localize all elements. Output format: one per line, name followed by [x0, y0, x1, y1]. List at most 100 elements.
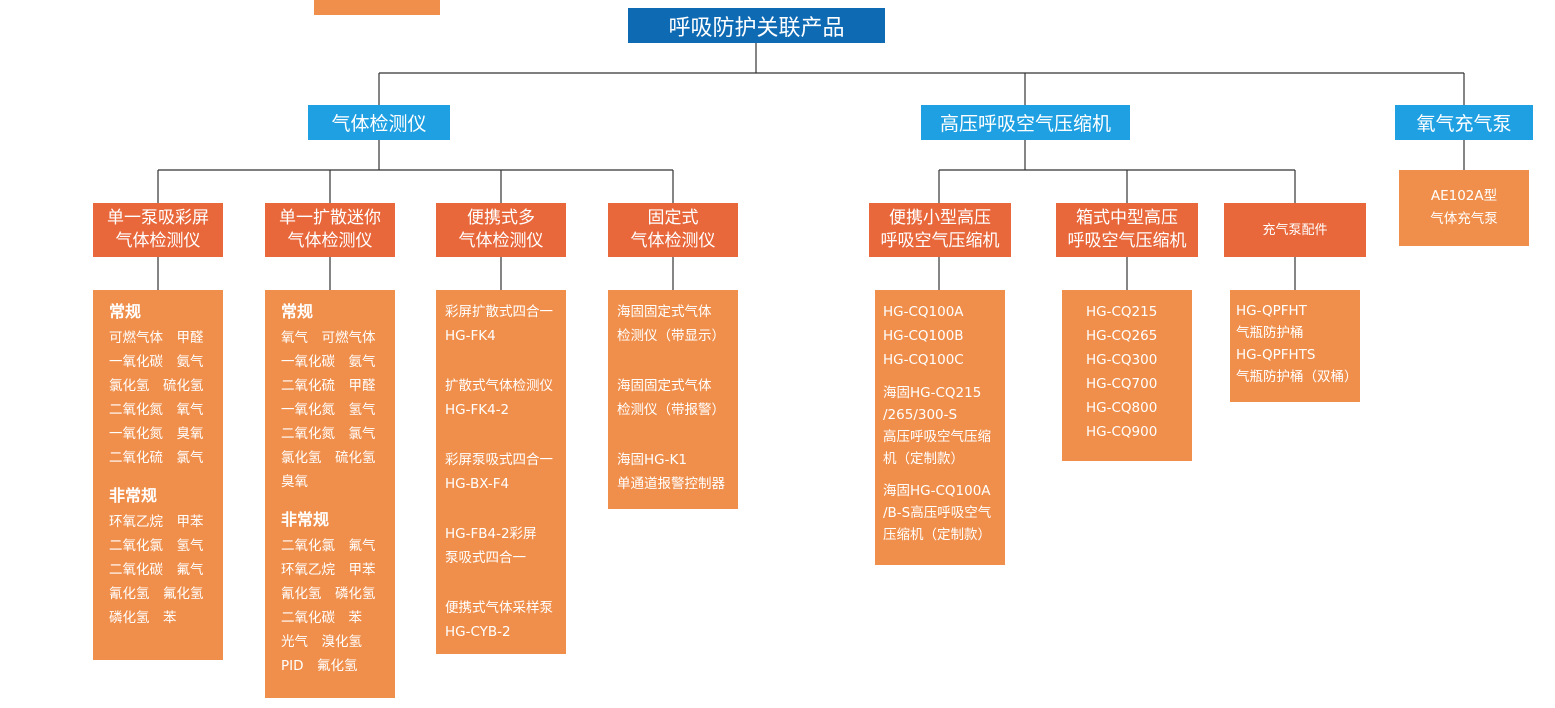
category-gas-detector: 气体检测仪: [308, 105, 450, 140]
gas-pair: 臭氧: [281, 474, 308, 490]
product-name: 彩屏泵吸式四合一: [445, 452, 553, 468]
subcategory-small-compressor: 便携小型高压 呼吸空气压缩机: [869, 203, 1011, 257]
regular-heading: 常规: [109, 302, 142, 321]
gas-pair: 环氧乙烷 甲苯: [281, 562, 376, 578]
gas-pair: PID 氟化氢: [281, 658, 358, 674]
gas-pair: 二氧化碳 氟气: [109, 562, 204, 578]
product-name: 海固固定式气体: [617, 378, 712, 394]
custom-product-line: 压缩机（定制款）: [883, 527, 991, 543]
product-name: 泵吸式四合一: [445, 550, 526, 566]
gas-pair: 二氧化碳 苯: [281, 610, 362, 626]
custom-product-line: 海固HG-CQ215: [883, 385, 982, 401]
custom-product-line: 高压呼吸空气压缩: [883, 429, 991, 445]
product-model: HG-CQ300: [1086, 352, 1158, 368]
product-model: HG-FB4-2彩屏: [445, 526, 537, 542]
product-model: HG-QPFHTS: [1236, 347, 1316, 363]
product-model: HG-FK4: [445, 328, 496, 344]
product-name: 检测仪（带报警）: [617, 402, 725, 418]
subcategory-line2: 气体检测仪: [630, 231, 716, 251]
product-name: 气瓶防护桶: [1236, 325, 1304, 341]
gas-pair: 氯化氢 硫化氢: [281, 450, 376, 466]
subcategory-line2: 呼吸空气压缩机: [880, 231, 1000, 251]
product-model: HG-CQ900: [1086, 424, 1158, 440]
gas-pair: 光气 溴化氢: [281, 634, 362, 650]
category-oxygen-pump: 氧气充气泵: [1395, 105, 1533, 140]
product-model: HG-CYB-2: [445, 624, 511, 640]
subcategory-pump-color-screen: 单一泵吸彩屏 气体检测仪: [93, 203, 223, 257]
subcategory-line2: 呼吸空气压缩机: [1067, 231, 1187, 251]
category-air-compressor: 高压呼吸空气压缩机: [921, 105, 1130, 140]
gas-pair: 氧气 可燃气体: [281, 330, 376, 346]
product-model: HG-QPFHT: [1236, 303, 1307, 319]
subcategory-line1: 箱式中型高压: [1076, 208, 1178, 228]
gas-pair: 二氧化硫 甲醛: [281, 378, 376, 394]
subcategory-line1: 单一扩散迷你: [279, 208, 381, 228]
product-model: HG-CQ100C: [883, 352, 964, 368]
gas-pair: 二氧化氯 氢气: [109, 538, 204, 554]
subcategory-diffusion-mini: 单一扩散迷你 气体检测仪: [265, 203, 395, 257]
subcategory-line1: 便携小型高压: [889, 208, 991, 228]
gas-pair: 二氧化氮 氧气: [109, 402, 204, 418]
product-name: 检测仪（带显示）: [617, 328, 725, 344]
product-model: HG-CQ215: [1086, 304, 1158, 320]
subcategory-pump-accessories: 充气泵配件: [1224, 203, 1366, 257]
product-list-diffusion-mini: 常规 氧气 可燃气体 一氧化碳 氨气 二氧化硫 甲醛 一氧化氮 氢气 二氧化氮 …: [265, 290, 395, 698]
product-name: 海固固定式气体: [617, 304, 712, 320]
irregular-heading: 非常规: [109, 486, 158, 505]
subcategory-line2: 气体检测仪: [287, 231, 373, 251]
subcategory-box-compressor: 箱式中型高压 呼吸空气压缩机: [1056, 203, 1198, 257]
gas-pair: 可燃气体 甲醛: [109, 330, 204, 346]
custom-product-line: /265/300-S: [883, 407, 958, 423]
custom-product-line: 海固HG-CQ100A: [883, 483, 991, 499]
subcategory-line2: 气体检测仪: [115, 231, 201, 251]
product-list-small-compressor: HG-CQ100A HG-CQ100B HG-CQ100C 海固HG-CQ215…: [875, 290, 1005, 565]
regular-heading: 常规: [281, 302, 314, 321]
product-model: HG-CQ265: [1086, 328, 1158, 344]
custom-product-line: /B-S高压呼吸空气: [883, 505, 992, 521]
product-line: 气体充气泵: [1430, 211, 1498, 227]
product-model: HG-CQ100A: [883, 304, 964, 320]
product-list-box-compressor: HG-CQ215 HG-CQ265 HG-CQ300 HG-CQ700 HG-C…: [1062, 290, 1192, 461]
product-model: HG-BX-F4: [445, 476, 510, 492]
gas-pair: 一氧化氮 臭氧: [109, 426, 204, 442]
gas-pair: 环氧乙烷 甲苯: [109, 514, 204, 530]
product-model: HG-CQ800: [1086, 400, 1158, 416]
product-name: 彩屏扩散式四合一: [445, 304, 553, 320]
product-list-pump-color: 常规 可燃气体 甲醛 一氧化碳 氨气 氯化氢 硫化氢 二氧化氮 氧气 一氧化氮 …: [93, 290, 223, 660]
gas-pair: 二氧化硫 氯气: [109, 450, 204, 466]
product-name: 单通道报警控制器: [617, 476, 725, 492]
product-line: AE102A型: [1430, 188, 1498, 204]
product-list-portable-multi: 彩屏扩散式四合一 HG-FK4 扩散式气体检测仪 HG-FK4-2 彩屏泵吸式四…: [436, 290, 566, 654]
root-node: 呼吸防护关联产品: [628, 8, 885, 43]
gas-pair: 一氧化碳 氨气: [109, 354, 204, 370]
subcategory-line1: 便携式多: [467, 208, 535, 228]
product-name: 气瓶防护桶（双桶）: [1236, 369, 1358, 385]
subcategory-fixed: 固定式 气体检测仪: [608, 203, 738, 257]
product-model: HG-FK4-2: [445, 402, 510, 418]
gas-pair: 一氧化碳 氨气: [281, 354, 376, 370]
product-model: HG-CQ700: [1086, 376, 1158, 392]
subcategory-line1: 单一泵吸彩屏: [107, 208, 209, 228]
product-name: 扩散式气体检测仪: [445, 378, 553, 394]
gas-pair: 磷化氢 苯: [109, 610, 177, 626]
gas-pair: 二氧化氯 氟气: [281, 538, 376, 554]
subcategory-line1: 充气泵配件: [1262, 222, 1328, 238]
product-name: 便携式气体采样泵: [445, 600, 553, 616]
product-model: HG-CQ100B: [883, 328, 964, 344]
custom-product-line: 机（定制款）: [883, 451, 964, 467]
subcategory-line2: 气体检测仪: [458, 231, 544, 251]
gas-pair: 氰化氢 磷化氢: [281, 586, 376, 602]
product-oxygen-pump: AE102A型 气体充气泵: [1399, 170, 1529, 246]
product-list-pump-accessories: HG-QPFHT 气瓶防护桶 HG-QPFHTS 气瓶防护桶（双桶）: [1230, 290, 1360, 402]
gas-pair: 氰化氢 氟化氢: [109, 586, 204, 602]
product-name: 海固HG-K1: [617, 452, 687, 468]
subcategory-line1: 固定式: [647, 208, 699, 228]
clipped-top-box: [314, 0, 440, 15]
irregular-heading: 非常规: [281, 510, 330, 529]
gas-pair: 一氧化氮 氢气: [281, 402, 376, 418]
subcategory-portable-multi: 便携式多 气体检测仪: [436, 203, 566, 257]
product-list-fixed: 海固固定式气体 检测仪（带显示） 海固固定式气体 检测仪（带报警） 海固HG-K…: [608, 290, 738, 509]
gas-pair: 氯化氢 硫化氢: [109, 378, 204, 394]
gas-pair: 二氧化氮 氯气: [281, 426, 376, 442]
